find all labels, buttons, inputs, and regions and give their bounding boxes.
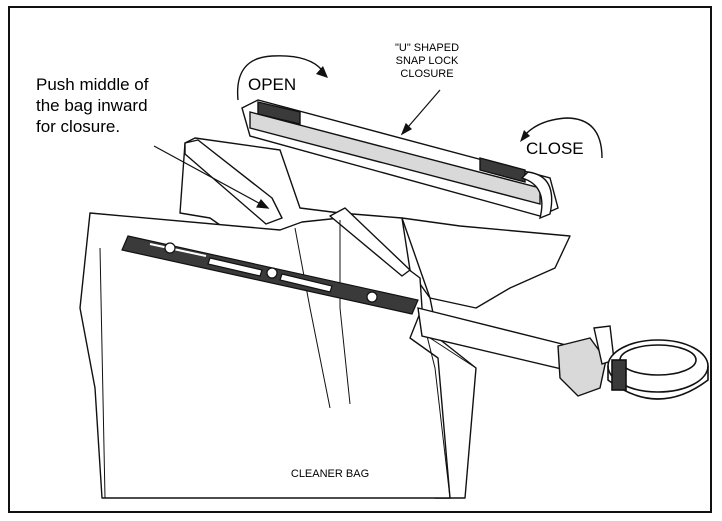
bag-rail [121, 235, 419, 315]
bag-right-side [401, 217, 571, 309]
bag-crease-5 [429, 337, 477, 369]
bag-closure-illustration [79, 55, 709, 499]
collar-clip [557, 337, 607, 397]
bag-front-panel [79, 212, 451, 499]
push-middle-note: Push middle of the bag inward for closur… [36, 75, 149, 136]
diagram-frame: Push middle of the bag inward for closur… [8, 6, 712, 513]
hose-collar [607, 339, 709, 400]
push-pointer-line [153, 145, 269, 209]
closure-pointer-arrow [400, 122, 412, 136]
push-pointer-arrow [256, 198, 270, 209]
bag-crease-4 [99, 247, 106, 499]
u-snap-lock-closure [241, 99, 559, 220]
bag-crease-2 [339, 220, 351, 405]
bag-crease-1 [294, 227, 331, 409]
open-label: OPEN [248, 75, 297, 94]
bag-fold-right [329, 207, 411, 277]
closure-name-label: "U" SHAPED SNAP LOCK CLOSURE [394, 42, 460, 80]
close-label: CLOSE [526, 139, 584, 158]
open-arrow [236, 55, 323, 101]
cleaner-bag-label: CLEANER BAG [290, 468, 370, 480]
close-arrow [523, 117, 603, 159]
